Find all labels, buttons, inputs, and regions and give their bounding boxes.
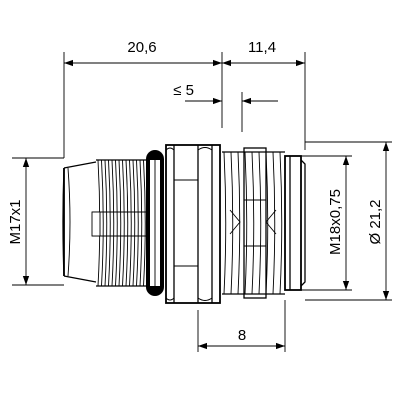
o-ring <box>146 150 164 296</box>
dim-diameter: Ø 21,2 <box>367 199 384 244</box>
rear-insert <box>62 161 97 283</box>
dimension-lines <box>12 52 392 352</box>
dimension-labels: 20,6 11,4 ≤ 5 M17x1 M18x0,75 Ø 21,2 8 <box>7 39 384 344</box>
dim-max-front: ≤ 5 <box>173 82 194 99</box>
dim-front-thread: M18x0,75 <box>327 189 344 255</box>
dim-front-width: 11,4 <box>248 39 276 56</box>
hex-flange <box>165 144 221 304</box>
dim-rear-thread: M17x1 <box>7 199 24 244</box>
rear-thread <box>91 159 146 287</box>
connector-body <box>62 144 306 304</box>
front-thread <box>222 147 285 299</box>
front-nose <box>284 155 306 291</box>
dim-flange-width: 8 <box>238 327 246 344</box>
dim-total-width: 20,6 <box>127 39 156 56</box>
